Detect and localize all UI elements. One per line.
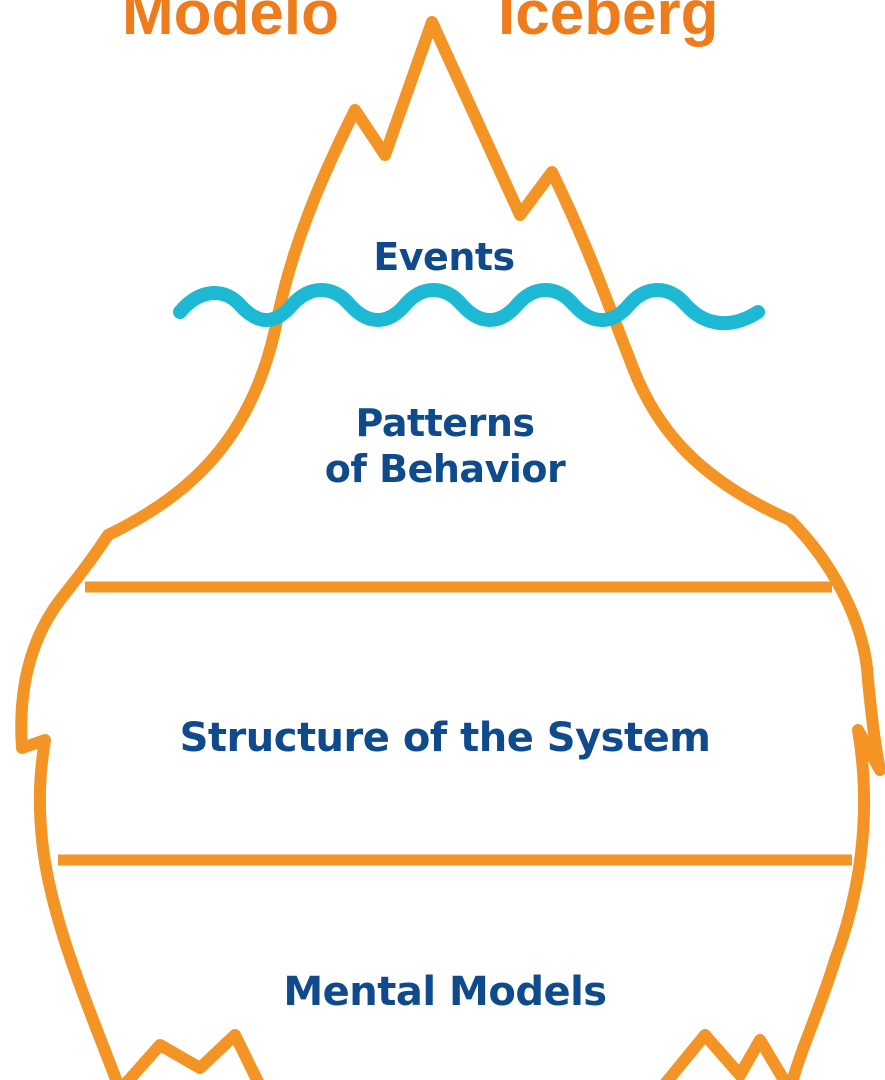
iceberg-outline bbox=[15, 16, 885, 1080]
title-left-word: Modelo bbox=[122, 0, 339, 48]
layer-label-patterns-line1: Patterns bbox=[355, 401, 536, 445]
layer-label-events: Events bbox=[373, 235, 515, 279]
layer-label-patterns: Patterns of Behavior bbox=[240, 400, 650, 492]
waterline-wave bbox=[173, 283, 765, 331]
layer-label-structure: Structure of the System bbox=[179, 715, 711, 761]
title-right-word: Iceberg bbox=[498, 0, 719, 48]
layer-label-patterns-line2: of Behavior bbox=[324, 447, 566, 491]
layer-label-mental-models: Mental Models bbox=[283, 969, 607, 1015]
